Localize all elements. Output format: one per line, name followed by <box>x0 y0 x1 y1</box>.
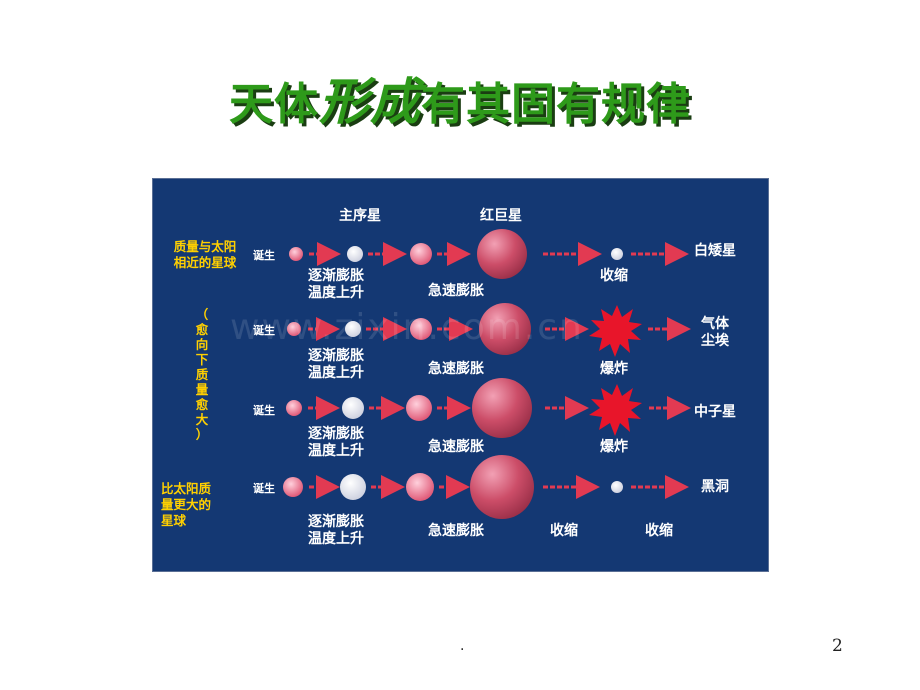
row3-stage3-label: 爆炸 <box>600 439 628 455</box>
title-emphasis: 形成 <box>319 73 421 131</box>
label-red-giant: 红巨星 <box>480 208 522 224</box>
row1-main-sequence-star <box>347 246 363 262</box>
row1-stage3-label: 收缩 <box>600 268 628 284</box>
page-number: 2 <box>832 636 843 656</box>
slide-title: 天体形成有其固有规律 <box>0 62 920 131</box>
row4-stage1-label: 逐渐膨胀 温度上升 <box>308 514 364 547</box>
diagram-graphics <box>283 229 691 519</box>
row3-main-sequence-star <box>342 397 364 419</box>
row4-shrunk-star <box>611 481 623 493</box>
row4-red-giant <box>470 455 534 519</box>
watermark: www.zixin.com.cn <box>230 307 584 348</box>
row4-stage2-label: 急速膨胀 <box>428 523 484 539</box>
row-2-graphics <box>287 303 691 357</box>
row3-stage1-label: 逐渐膨胀 温度上升 <box>308 426 364 459</box>
row2-birth-label: 诞生 <box>253 324 275 337</box>
row4-result-label: 黑洞 <box>701 479 729 495</box>
row1-stage1-label: 逐渐膨胀 温度上升 <box>308 268 364 301</box>
row4-birth-label: 诞生 <box>253 482 275 495</box>
label-larger-mass: 比太阳质 量更大的 星球 <box>161 481 212 528</box>
row2-red-giant <box>479 303 531 355</box>
star-evolution-diagram: 主序星 红巨星 质量与太阳 相近的星球 （ 愈 向 下 质 量 愈 大 ） 比太… <box>152 178 769 572</box>
row4-growing-star <box>406 473 434 501</box>
row1-birth-star <box>289 247 303 261</box>
row2-birth-star <box>287 322 301 336</box>
row3-growing-star <box>406 395 432 421</box>
row2-result-label: 气体 尘埃 <box>701 316 729 349</box>
row1-stage2-label: 急速膨胀 <box>428 283 484 299</box>
row3-stage2-label: 急速膨胀 <box>428 439 484 455</box>
row-4-graphics <box>283 455 689 519</box>
row1-shrunk-star <box>611 248 623 260</box>
label-similar-mass: 质量与太阳 相近的星球 <box>173 239 237 270</box>
row2-main-sequence-star <box>345 321 361 337</box>
row3-result-label: 中子星 <box>694 404 736 420</box>
row3-birth-star <box>286 400 302 416</box>
row2-stage1-label: 逐渐膨胀 温度上升 <box>308 348 364 381</box>
row1-red-giant <box>477 229 527 279</box>
row3-red-giant <box>472 378 532 438</box>
row4-birth-star <box>283 477 303 497</box>
row3-birth-label: 诞生 <box>253 404 275 417</box>
row1-birth-label: 诞生 <box>253 249 275 262</box>
row-1-graphics <box>289 229 689 279</box>
row2-growing-star <box>410 318 432 340</box>
row1-growing-star <box>410 243 432 265</box>
title-part1: 天体 <box>229 79 319 130</box>
row2-stage2-label: 急速膨胀 <box>428 361 484 377</box>
label-main-sequence: 主序星 <box>339 208 381 224</box>
row4-main-sequence-star <box>340 474 366 500</box>
row4-stage4-label: 收缩 <box>645 523 673 539</box>
row4-stage3-label: 收缩 <box>550 523 578 539</box>
footer-dot: . <box>460 638 465 654</box>
title-part2: 有其固有规律 <box>421 79 691 130</box>
row-3-graphics <box>286 378 691 438</box>
row3-explosion <box>589 384 642 436</box>
row1-result-label: 白矮星 <box>694 243 736 259</box>
label-mass-trend: （ 愈 向 下 质 量 愈 大 ） <box>195 307 209 442</box>
row2-explosion <box>589 305 642 357</box>
row2-stage3-label: 爆炸 <box>600 361 628 377</box>
